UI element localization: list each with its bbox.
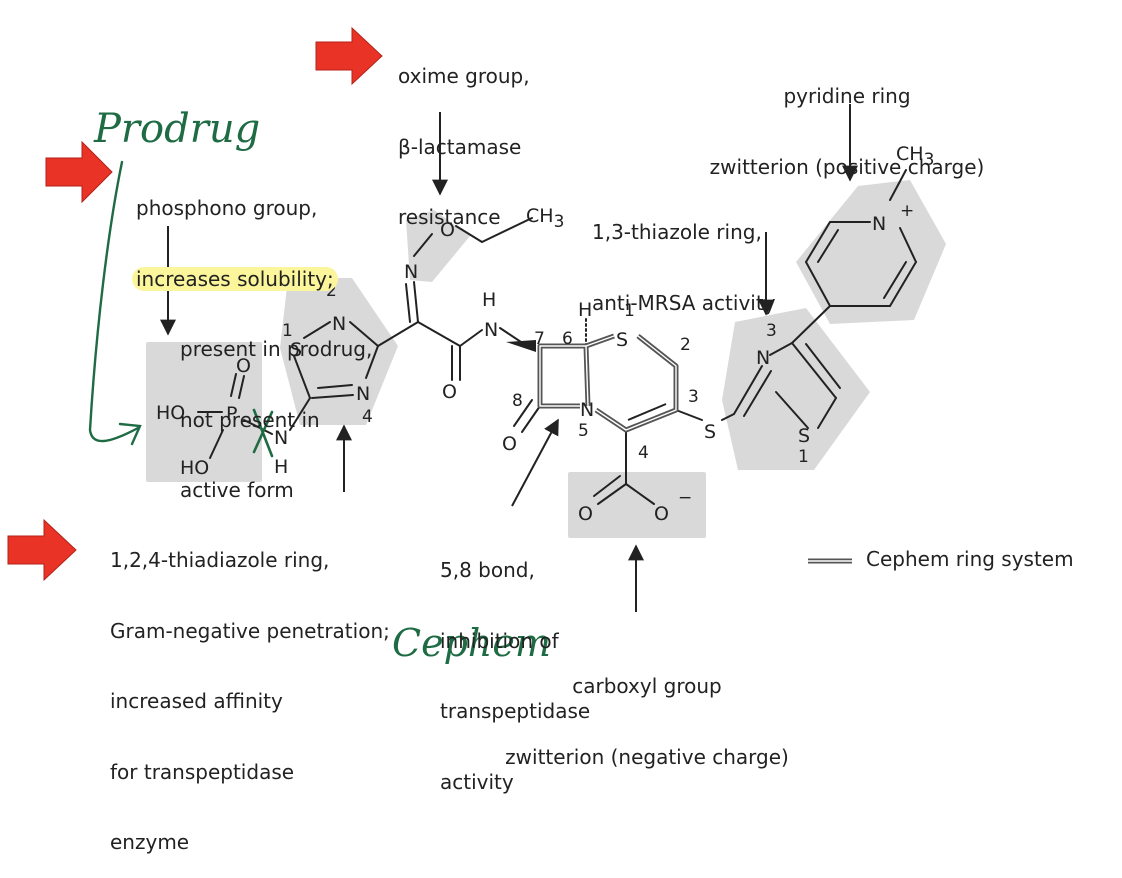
locant-t2: 2 — [326, 281, 337, 301]
locant-c3: 3 — [688, 387, 699, 407]
amide-oxygen: O — [442, 381, 457, 403]
ho-bottom: HO — [180, 457, 209, 479]
ho-top: HO — [156, 402, 185, 424]
thiadiazole-n2: N — [332, 313, 346, 335]
locant-c7: 7 — [534, 329, 545, 349]
lactam-oxygen: O — [502, 433, 517, 455]
atom-labels: HO HO P O N H S N N O N CH3 O N H H S N … — [156, 143, 934, 525]
thiadiazole-highlight — [280, 278, 398, 425]
locant-c2: 2 — [680, 335, 691, 355]
thiadiazole-s: S — [290, 339, 302, 361]
phosphono-oxygen: O — [236, 355, 251, 377]
oxime-annotation: oxime group, β-lactamase resistance — [398, 64, 530, 229]
pyridine-plus: + — [900, 201, 914, 221]
locant-z3: 3 — [766, 321, 777, 341]
phosphorus: P — [226, 403, 237, 425]
locant-c8: 8 — [512, 391, 523, 411]
carboxyl-minus: − — [678, 488, 692, 508]
oxime-oxygen: O — [440, 219, 455, 241]
handwritten-bracket-arrow — [88, 160, 140, 443]
pyridine-highlight — [796, 180, 946, 324]
handwritten-cross — [252, 408, 274, 458]
carboxyl-annotation: carboxyl group zwitterion (negative char… — [505, 674, 789, 769]
handwriting: Prodrug Cephem — [88, 106, 551, 665]
thiazole-n3: N — [756, 347, 770, 369]
amine-h: H — [274, 456, 288, 478]
thiazole-s1: S — [798, 425, 810, 447]
link-sulfur: S — [704, 421, 716, 443]
thiazole-annotation: 1,3-thiazole ring, anti-MRSA activity — [592, 220, 776, 315]
thiazole-highlight — [722, 308, 870, 470]
thiadiazole-n4: N — [356, 383, 370, 405]
amide-h: H — [482, 289, 496, 311]
locant-c6: 6 — [562, 329, 573, 349]
locant-c1: 1 — [624, 301, 635, 321]
amide-n: N — [484, 319, 498, 341]
pyridine-ch3: CH3 — [896, 143, 934, 170]
locant-t4: 4 — [362, 407, 373, 427]
c6-h: H — [578, 299, 592, 321]
locant-c4: 4 — [638, 443, 649, 463]
locant-numbers: 2 1 4 1 2 3 4 5 6 7 8 3 1 — [282, 281, 809, 467]
oxime-highlight — [406, 210, 470, 282]
cephem-s: S — [616, 329, 628, 351]
cephem-n: N — [580, 399, 594, 421]
oxime-nitrogen: N — [404, 261, 418, 283]
handwritten-prodrug: Prodrug — [93, 106, 260, 152]
locant-c5: 5 — [578, 421, 589, 441]
pyridine-annotation: pyridine ring zwitterion (positive charg… — [709, 84, 985, 179]
locant-t1: 1 — [282, 321, 293, 341]
bonds — [197, 169, 917, 505]
red-arrow-oxime — [315, 26, 383, 86]
pyridine-n: N — [872, 213, 886, 235]
highlighted-solubility: increases solubility; — [132, 266, 338, 291]
handwritten-cephem: Cephem — [392, 621, 551, 665]
ethyl-ch3: CH3 — [526, 205, 564, 232]
legend-label: Cephem ring system — [866, 547, 1074, 571]
carboxyl-oxygen-1: O — [578, 503, 593, 525]
carboxyl-oxygen-2: O — [654, 503, 669, 525]
phosphono-annotation: phosphono group, increases solubility; p… — [132, 150, 372, 526]
thiadiazole-annotation: 1,2,4-thiadiazole ring, Gram-negative pe… — [110, 548, 390, 854]
locant-z1: 1 — [798, 447, 809, 467]
amine-n: N — [274, 427, 288, 449]
red-arrows — [7, 26, 383, 582]
red-arrow-phosphono — [45, 140, 113, 204]
wedge-bond — [506, 340, 536, 352]
cefaroline-diagram: HO HO P O N H S N N O N CH3 O N H H S N … — [7, 26, 946, 665]
red-arrow-thiadiazole — [7, 518, 77, 582]
